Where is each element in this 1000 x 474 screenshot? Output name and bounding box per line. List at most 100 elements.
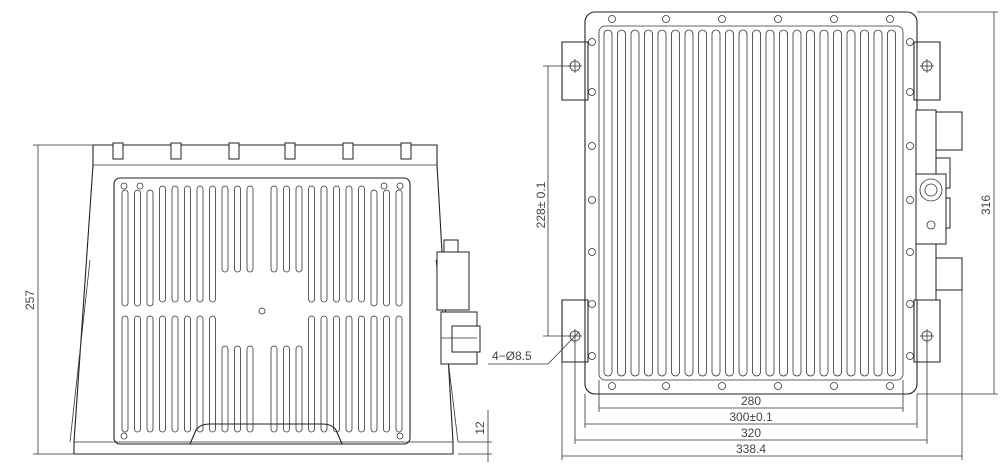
cooling-slot bbox=[134, 189, 141, 307]
dim-316-label: 316 bbox=[979, 195, 993, 215]
bolt bbox=[830, 15, 838, 23]
cooling-slot bbox=[246, 345, 254, 433]
cooling-slot bbox=[295, 345, 303, 433]
cooling-slot bbox=[171, 185, 179, 303]
width-dimensions: 280 300±0.1 320 338.4 bbox=[561, 290, 963, 460]
cooling-fins bbox=[603, 29, 896, 377]
cooling-slot bbox=[196, 185, 204, 303]
cooling-slot bbox=[395, 189, 403, 307]
top-tab bbox=[400, 142, 412, 160]
bolt bbox=[608, 15, 616, 23]
cooling-fin bbox=[725, 29, 734, 377]
cooling-fin bbox=[752, 29, 761, 377]
cooling-slot bbox=[308, 315, 315, 433]
side-connector bbox=[436, 239, 481, 365]
cooling-slot bbox=[345, 315, 353, 433]
top-tab bbox=[228, 142, 240, 160]
panel-hole bbox=[396, 432, 404, 440]
cooling-slot bbox=[209, 315, 216, 433]
bolt bbox=[718, 15, 726, 23]
cooling-slot bbox=[370, 315, 378, 433]
dim-228-label: 228± 0.1 bbox=[534, 181, 548, 228]
bolt bbox=[906, 196, 914, 204]
cooling-slot bbox=[246, 185, 254, 273]
cooling-fin bbox=[698, 29, 707, 377]
cooling-slot bbox=[221, 345, 229, 433]
dimension-12: 12 bbox=[458, 410, 492, 462]
cooling-fin bbox=[779, 29, 788, 377]
cooling-slot bbox=[395, 315, 403, 433]
bolt bbox=[906, 300, 914, 308]
bolt bbox=[588, 38, 596, 46]
cooling-slot bbox=[283, 185, 290, 273]
cooling-slot bbox=[295, 185, 303, 273]
bolt bbox=[906, 248, 914, 256]
cooling-fin bbox=[846, 29, 856, 377]
dim-300-label: 300±0.1 bbox=[729, 410, 773, 424]
cooling-slot bbox=[308, 185, 315, 303]
hole-callout: 4−Ø8.5 bbox=[488, 331, 580, 365]
dim-338-label: 338.4 bbox=[736, 442, 766, 456]
cooling-slot bbox=[234, 185, 241, 273]
cooling-fin bbox=[887, 29, 896, 377]
left-view: 257 12 bbox=[23, 142, 492, 462]
cooling-slot bbox=[146, 315, 154, 433]
side-connectors bbox=[915, 109, 963, 301]
dimension-257: 257 bbox=[23, 144, 93, 455]
dimension-228: 228± 0.1 bbox=[534, 65, 570, 337]
cooling-slot bbox=[333, 185, 340, 303]
mount-hole-br bbox=[920, 329, 934, 343]
cooling-slot bbox=[221, 185, 229, 273]
cooling-slot bbox=[209, 185, 216, 303]
cooling-slots bbox=[120, 182, 404, 440]
mount-hole-tr bbox=[920, 59, 934, 73]
top-tab bbox=[112, 142, 124, 160]
cooling-slot bbox=[320, 185, 328, 303]
cooling-slot bbox=[159, 315, 166, 433]
cooling-slot bbox=[270, 185, 278, 273]
cooling-slot bbox=[383, 315, 390, 433]
bolt bbox=[774, 382, 782, 390]
cooling-slot bbox=[171, 315, 179, 433]
bolt bbox=[588, 196, 596, 204]
hole-callout-label: 4−Ø8.5 bbox=[492, 349, 532, 363]
bolt bbox=[662, 15, 670, 23]
cooling-slot bbox=[196, 315, 204, 433]
top-tab bbox=[284, 142, 296, 160]
dim-280-label: 280 bbox=[741, 394, 761, 408]
cooling-slot bbox=[358, 185, 365, 303]
perimeter-bolts bbox=[588, 15, 914, 390]
bolt bbox=[830, 382, 838, 390]
right-view: 228± 0.1 316 4−Ø8.5 bbox=[488, 11, 998, 460]
bolt bbox=[906, 38, 914, 46]
cooling-slot bbox=[333, 315, 340, 433]
cooling-slot bbox=[184, 315, 191, 433]
bolt bbox=[662, 382, 670, 390]
cooling-fin bbox=[711, 29, 721, 377]
cooling-slot bbox=[270, 345, 278, 433]
bolt bbox=[906, 352, 914, 360]
cooling-fin bbox=[603, 29, 613, 377]
cooling-fin bbox=[684, 29, 694, 377]
dimension-316: 316 bbox=[917, 11, 998, 395]
dim-320-label: 320 bbox=[741, 426, 761, 440]
cooling-slot bbox=[184, 185, 191, 303]
cooling-fin bbox=[738, 29, 748, 377]
top-tab bbox=[170, 142, 182, 160]
cooling-slot bbox=[159, 185, 166, 303]
cooling-slot bbox=[358, 315, 365, 433]
bolt bbox=[588, 300, 596, 308]
panel-hole bbox=[120, 182, 128, 190]
bolt bbox=[906, 142, 914, 150]
bolt bbox=[718, 382, 726, 390]
cooling-slot bbox=[283, 345, 290, 433]
panel-hole bbox=[380, 182, 388, 190]
bolt bbox=[774, 15, 782, 23]
cooling-slot bbox=[320, 315, 328, 433]
mounting-ears bbox=[561, 41, 941, 363]
cooling-fin bbox=[833, 29, 842, 377]
bolt bbox=[906, 88, 914, 96]
bolt bbox=[588, 88, 596, 96]
bolt bbox=[886, 382, 894, 390]
top-tab bbox=[342, 142, 354, 160]
